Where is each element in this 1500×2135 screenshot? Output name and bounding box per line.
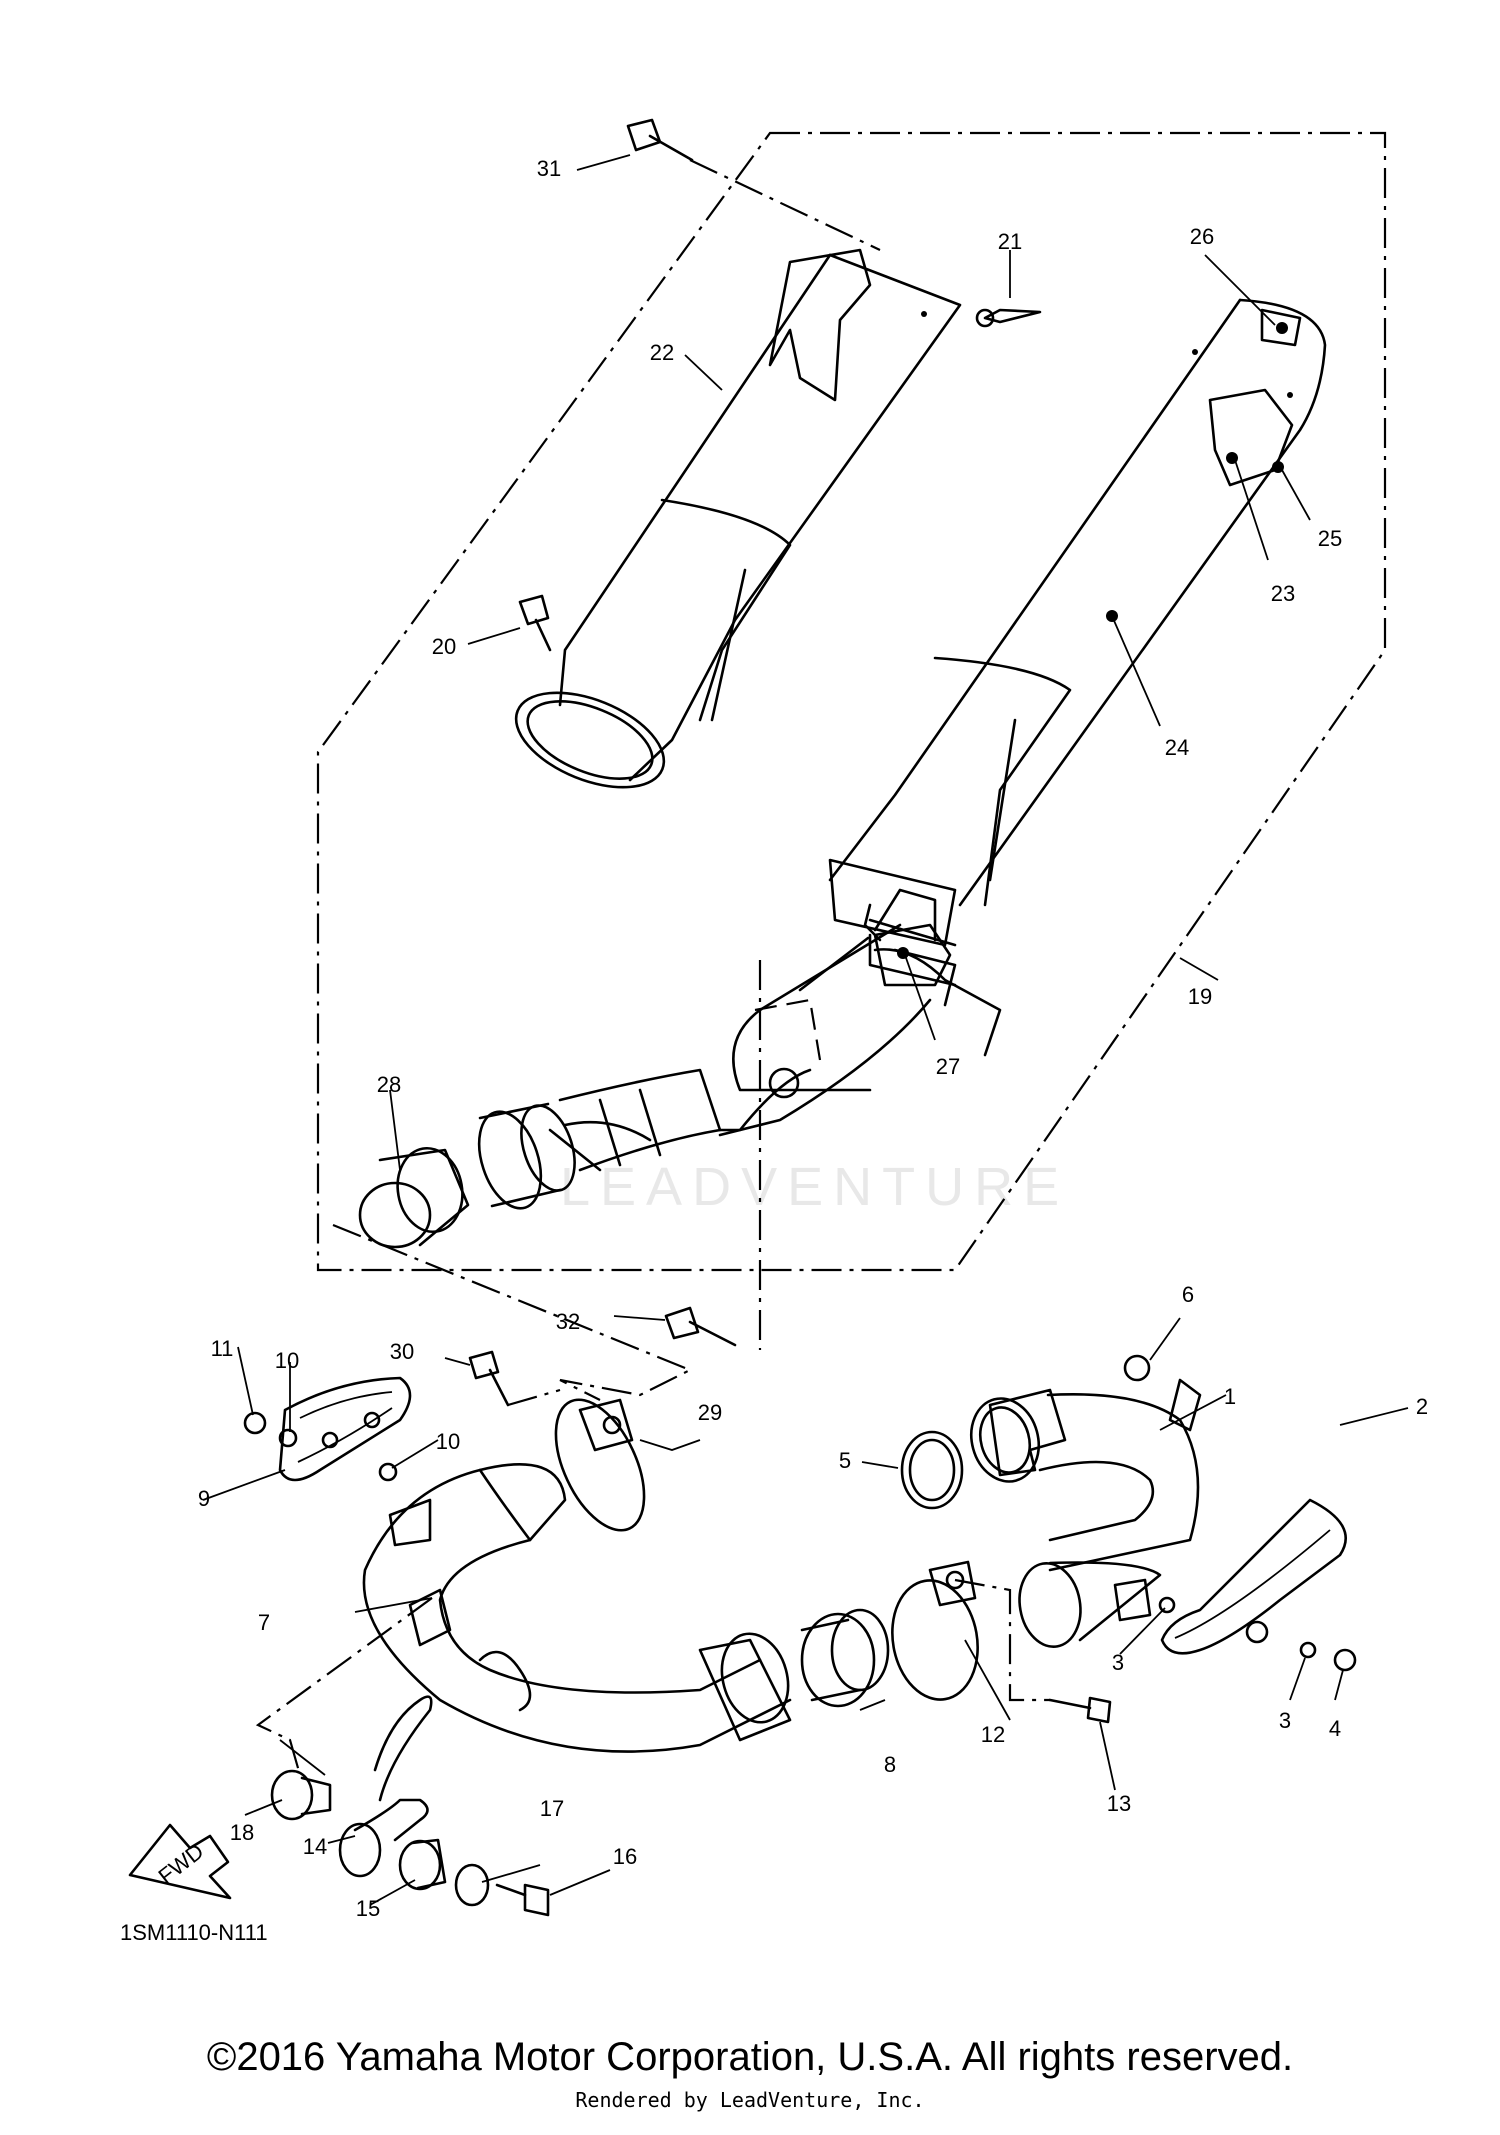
bolt-32[interactable] (664, 1306, 737, 1347)
callout-24: 24 (1165, 735, 1189, 760)
collar-18[interactable] (270, 1769, 332, 1821)
callout-6: 6 (1182, 1282, 1194, 1307)
callout-2: 2 (1416, 1394, 1428, 1419)
washer-3b[interactable] (1299, 1641, 1317, 1659)
callout-30: 30 (390, 1339, 414, 1364)
callout-14: 14 (303, 1834, 327, 1859)
rendered-by-credit: Rendered by LeadVenture, Inc. (575, 2088, 925, 2112)
exhaust-pipe-1[interactable] (962, 1378, 1202, 1652)
watermark: LEADVENTURE (560, 1157, 1069, 1217)
callout-7: 7 (258, 1610, 270, 1635)
washer-10b[interactable] (378, 1462, 398, 1482)
gasket-28[interactable] (358, 1143, 470, 1249)
callout-15: 15 (356, 1896, 380, 1921)
callout-31: 31 (537, 156, 561, 181)
clamp-29[interactable] (538, 1386, 662, 1543)
callout-8: 8 (884, 1752, 896, 1777)
bracket-14[interactable] (338, 1695, 433, 1878)
diagram-code: 1SM1110-N111 (120, 1920, 268, 1945)
callout-1: 1 (1224, 1384, 1236, 1409)
callouts: 1 2 3 3 4 5 6 7 8 9 10 10 11 12 13 14 15… (198, 156, 1428, 1921)
copyright-notice: ©2016 Yamaha Motor Corporation, U.S.A. A… (206, 2035, 1294, 2079)
callout-32: 32 (556, 1309, 580, 1334)
gasket-5[interactable] (900, 1430, 964, 1510)
callout-22: 22 (650, 340, 674, 365)
nut-11[interactable] (243, 1411, 267, 1435)
bolt-13[interactable] (1048, 1696, 1112, 1724)
callout-5: 5 (839, 1448, 851, 1473)
callout-17: 17 (540, 1796, 564, 1821)
callout-16: 16 (613, 1844, 637, 1869)
callout-27: 27 (936, 1054, 960, 1079)
callout-10b: 10 (436, 1429, 460, 1454)
washer-10a[interactable] (278, 1428, 298, 1448)
fwd-arrow-icon: FWD (128, 1823, 232, 1900)
muffler-assembly-boundary (316, 131, 1387, 1272)
callout-20: 20 (432, 634, 456, 659)
callout-25: 25 (1318, 526, 1342, 551)
exhaust-pipe-7[interactable] (362, 1462, 798, 1753)
bolt-31[interactable] (626, 118, 694, 162)
heat-protector-2[interactable] (1160, 1498, 1347, 1655)
callout-12: 12 (981, 1722, 1005, 1747)
callout-9: 9 (198, 1486, 210, 1511)
callout-10a: 10 (275, 1348, 299, 1373)
callout-28: 28 (377, 1072, 401, 1097)
clamp-12[interactable] (883, 1560, 987, 1706)
bolt-16[interactable] (495, 1883, 550, 1917)
nut-6[interactable] (1123, 1354, 1151, 1382)
bolt-20[interactable] (518, 594, 552, 652)
washer-3a[interactable] (1158, 1596, 1176, 1614)
callout-23: 23 (1271, 581, 1295, 606)
callout-21: 21 (998, 229, 1022, 254)
callout-13: 13 (1107, 1791, 1131, 1816)
callout-29: 29 (698, 1400, 722, 1425)
callout-3a: 3 (1112, 1650, 1124, 1675)
leader-lines (202, 154, 1409, 1906)
fwd-label: FWD (154, 1838, 209, 1889)
damper-15[interactable] (398, 1838, 447, 1891)
callout-3b: 3 (1279, 1708, 1291, 1733)
callout-26: 26 (1190, 224, 1214, 249)
callout-19: 19 (1188, 984, 1212, 1009)
callout-4: 4 (1329, 1716, 1341, 1741)
gasket-8[interactable] (800, 1608, 890, 1708)
callout-18: 18 (230, 1820, 254, 1845)
rivet-21[interactable] (975, 308, 1042, 328)
bolt-30[interactable] (468, 1350, 510, 1407)
heat-protector-9[interactable] (278, 1376, 412, 1482)
callout-11: 11 (211, 1336, 234, 1361)
bolt-4[interactable] (1333, 1648, 1357, 1672)
muffler-body-24[interactable] (468, 298, 1327, 1216)
washer-17[interactable] (454, 1863, 490, 1907)
muffler-cover-22[interactable] (503, 248, 962, 806)
